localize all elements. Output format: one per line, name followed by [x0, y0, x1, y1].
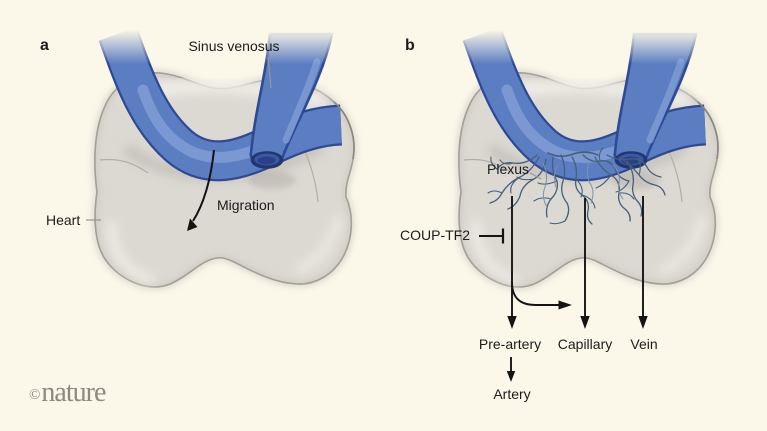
- vein-label: Vein: [630, 336, 658, 352]
- pre-artery-label: Pre-artery: [478, 336, 542, 352]
- lineage-arrows: [506, 196, 648, 382]
- arrow-vein: [638, 196, 648, 329]
- sinus-venosus-pointer-line: [267, 56, 272, 89]
- heart-and-vessel-a: [95, 34, 354, 287]
- copyright-symbol: ©: [29, 386, 41, 403]
- nature-watermark: ©nature: [29, 377, 106, 408]
- brand-name: nature: [41, 377, 106, 408]
- plexus-label: Plexus: [487, 161, 530, 177]
- arrow-artery: [506, 357, 516, 382]
- coup-tf2-label: COUP-TF2: [400, 227, 470, 243]
- plexus-pointer-line: [529, 172, 542, 180]
- coup-tf2-inhibition-bar: [479, 228, 505, 244]
- plexus-network: [487, 147, 666, 225]
- migration-label: Migration: [217, 197, 275, 213]
- panel-a-label: a: [40, 37, 49, 54]
- panel-b-label: b: [405, 37, 415, 54]
- heart-label: Heart: [46, 212, 81, 228]
- capillary-label: Capillary: [557, 336, 613, 352]
- sinus-venosus-label: Sinus venosus: [188, 38, 280, 54]
- migration-arrow: [187, 149, 215, 231]
- arrow-pre-artery-to-capillary: [511, 281, 572, 310]
- arrow-pre-artery: [507, 196, 517, 329]
- artery-label: Artery: [493, 386, 531, 402]
- arrow-capillary: [580, 198, 590, 329]
